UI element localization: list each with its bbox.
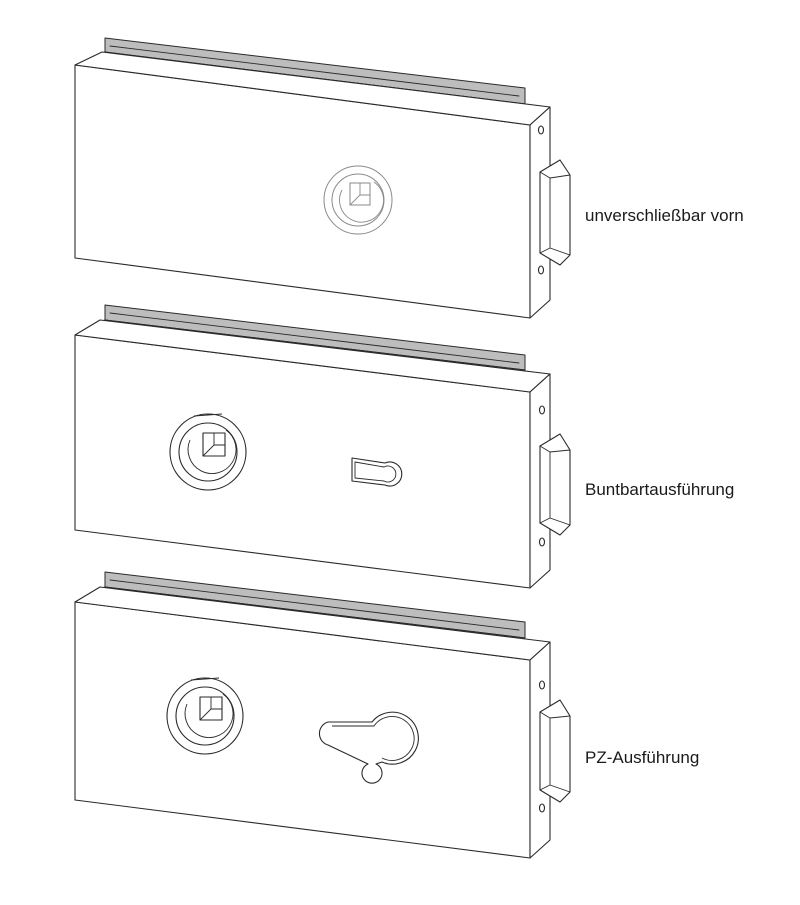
caption-buntbart: Buntbartausführung (585, 480, 735, 499)
latch-bolt-3 (539, 699, 571, 803)
rosette-icon (169, 413, 247, 491)
bit-keyhole-icon (351, 457, 403, 487)
screw-hole-icon (537, 265, 545, 275)
rosette-icon (166, 677, 244, 755)
screw-hole-icon (538, 537, 546, 547)
screw-hole-icon (538, 405, 546, 415)
screw-hole-icon (538, 803, 546, 813)
caption-pz: PZ-Ausführung (585, 748, 700, 767)
screw-hole-icon (538, 680, 546, 690)
lock-body-1 (74, 37, 571, 319)
screw-hole-icon (537, 125, 545, 135)
latch-bolt-1 (539, 159, 571, 266)
lock-body-2 (74, 304, 571, 589)
lock-body-3 (74, 571, 571, 859)
latch-bolt-2 (539, 433, 571, 536)
profile-cylinder-keyhole-icon (318, 711, 419, 784)
caption-unverschliessbar: unverschließbar vorn (585, 206, 744, 225)
rosette-icon (323, 165, 393, 235)
